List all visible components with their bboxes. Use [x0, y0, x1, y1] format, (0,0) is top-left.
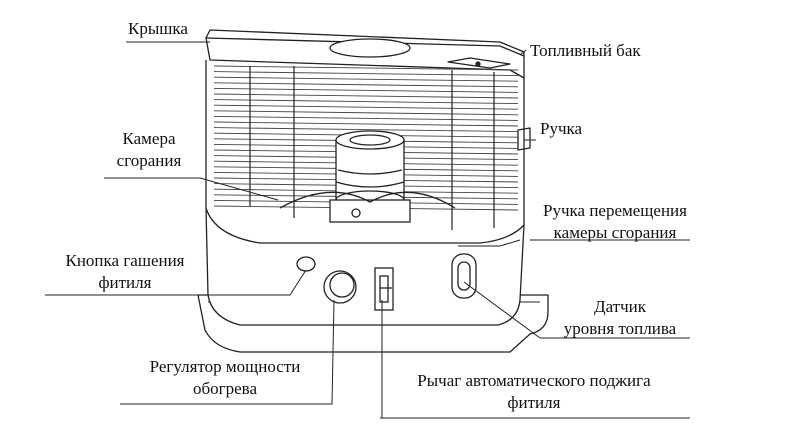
grille-slat [213, 76, 519, 82]
label-ignition-lever-line2: фитиля [507, 393, 561, 412]
label-wick-button-line1: Кнопка гашения [65, 251, 185, 270]
grille-slat [213, 110, 519, 116]
label-chamber-line1: Камера [122, 129, 176, 148]
label-ignition-lever: Рычаг автоматического поджига фитиля [384, 370, 684, 414]
label-lid: Крышка [128, 19, 188, 38]
label-move-handle: Ручка перемещения камеры сгорания [530, 200, 700, 244]
label-fuel-sensor-line1: Датчик [593, 297, 647, 316]
grille-slat [213, 82, 519, 88]
label-power-regulator: Регулятор мощности обогрева [120, 356, 330, 400]
grille-slat [213, 65, 519, 71]
label-handle: Ручка [540, 119, 583, 138]
grille-slat [213, 115, 519, 121]
label-fuel-sensor-line2: уровня топлива [563, 319, 677, 338]
label-power-regulator-line2: обогрева [192, 379, 257, 398]
label-move-handle-line1: Ручка перемещения [543, 201, 687, 220]
grille-slat [213, 127, 519, 133]
wick-button [296, 256, 316, 272]
lower-body [205, 207, 525, 326]
grille-slat [213, 121, 519, 127]
power-knob [323, 270, 357, 304]
combustion-chamber [279, 130, 456, 223]
grille-slat [213, 71, 519, 77]
label-power-regulator-line1: Регулятор мощности [149, 357, 301, 376]
grille-slat [213, 93, 519, 99]
label-fuel-tank: Топливный бак [530, 41, 641, 60]
label-chamber: Камера сгорания [105, 128, 193, 172]
label-move-handle-line2: камеры сгорания [553, 223, 677, 242]
side-handle [517, 127, 531, 151]
grille [213, 65, 519, 230]
grille-slat [213, 99, 519, 105]
label-fuel-sensor: Датчик уровня топлива [545, 296, 695, 340]
lid-opening [329, 38, 411, 58]
grille-slat [213, 104, 519, 110]
leader-lines [45, 41, 690, 419]
label-wick-button-line2: фитиля [98, 273, 152, 292]
label-chamber-line2: сгорания [116, 151, 182, 170]
label-ignition-lever-line1: Рычаг автоматического поджига [417, 371, 651, 390]
fuel-gauge [451, 253, 477, 299]
fuel-tank-cap [447, 57, 511, 69]
label-wick-button: Кнопка гашения фитиля [40, 250, 210, 294]
grille-slat [213, 87, 519, 93]
casing [205, 60, 525, 225]
ignition-lever [374, 267, 394, 311]
